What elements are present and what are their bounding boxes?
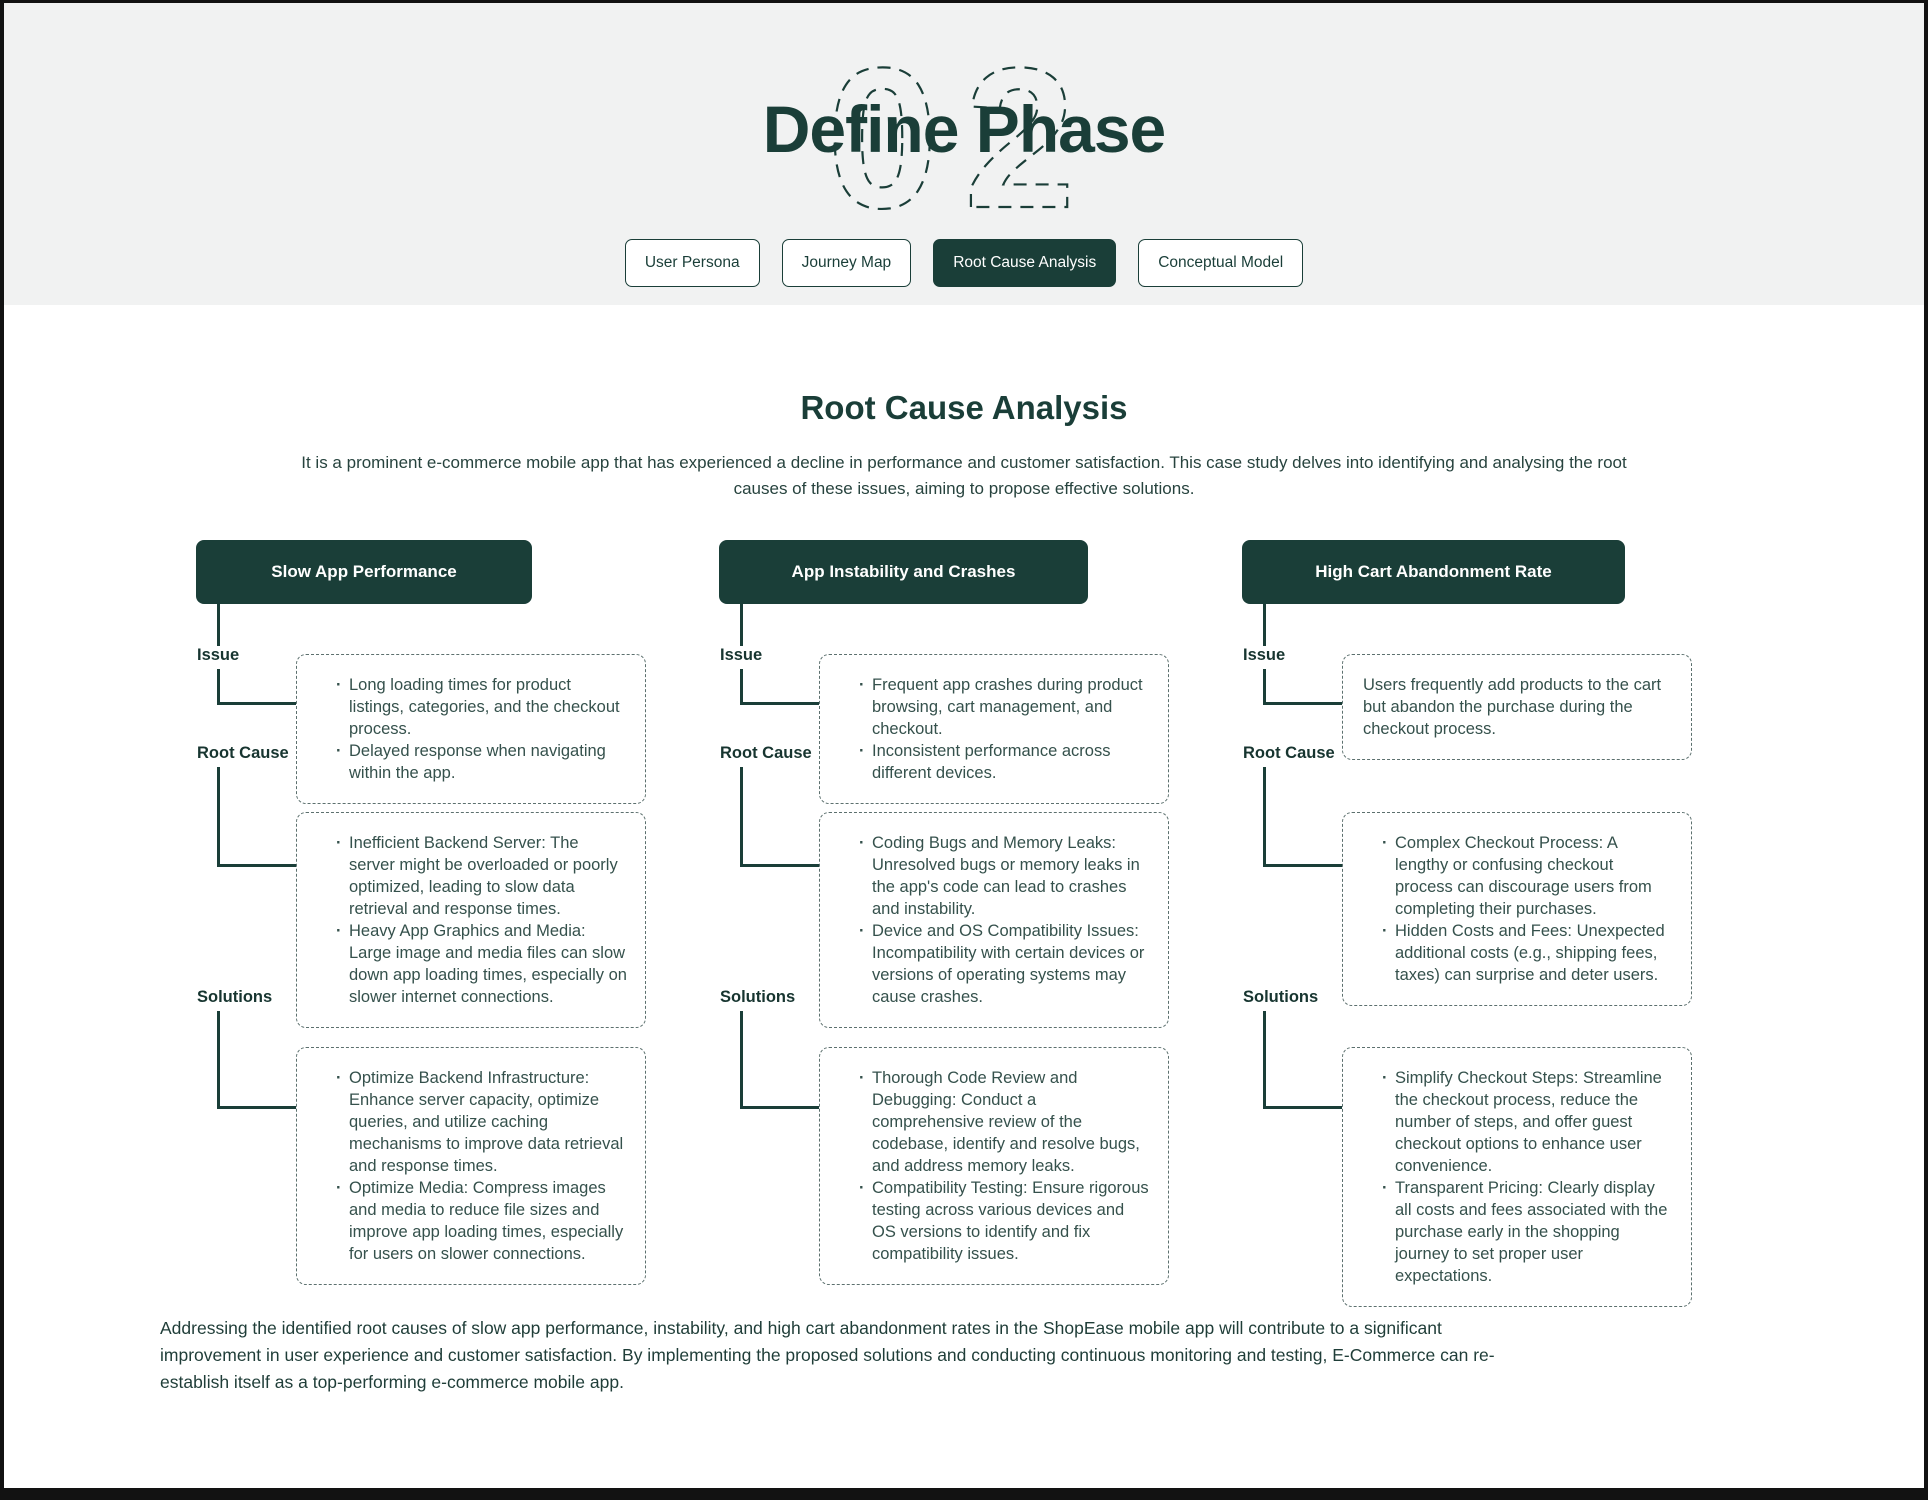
- bullet-list: Frequent app crashes during product brow…: [840, 674, 1150, 784]
- tab-bar: User Persona Journey Map Root Cause Analys…: [4, 239, 1924, 287]
- list-item: Hidden Costs and Fees: Unexpected additi…: [1382, 920, 1673, 986]
- row-label-solutions: Solutions: [720, 988, 796, 1006]
- row-label-root-cause: Root Cause: [720, 744, 812, 762]
- list-item: Frequent app crashes during product brow…: [859, 674, 1150, 740]
- tab-root-cause-analysis[interactable]: Root Cause Analysis: [933, 239, 1117, 287]
- list-item: Inefficient Backend Server: The server m…: [336, 832, 627, 920]
- section-intro: It is a prominent e-commerce mobile app …: [301, 453, 1627, 498]
- column-header: High Cart Abandonment Rate: [1242, 540, 1625, 604]
- list-item: Optimize Media: Compress images and medi…: [336, 1177, 627, 1265]
- list-item: Simplify Checkout Steps: Streamline the …: [1382, 1067, 1673, 1177]
- conclusion-paragraph: Addressing the identified root causes of…: [160, 1318, 1495, 1392]
- root-cause-box: Inefficient Backend Server: The server m…: [296, 812, 646, 1028]
- row-label-solutions: Solutions: [1243, 988, 1319, 1006]
- list-item: Long loading times for product listings,…: [336, 674, 627, 740]
- row-label-issue: Issue: [1243, 646, 1286, 664]
- connector-elbow: [1263, 767, 1345, 867]
- row-label-solutions: Solutions: [197, 988, 273, 1006]
- solutions-box: Simplify Checkout Steps: Streamline the …: [1342, 1047, 1692, 1307]
- bullet-list: Coding Bugs and Memory Leaks: Unresolved…: [840, 832, 1150, 1008]
- bullet-list: Simplify Checkout Steps: Streamline the …: [1363, 1067, 1673, 1287]
- page-title: Define Phase: [762, 92, 1167, 166]
- phase-number-text: 02: [827, 39, 1101, 250]
- bullet-list: Long loading times for product listings,…: [317, 674, 627, 784]
- phase-number-outline: 02: [826, 39, 1101, 251]
- bullet-list: Thorough Code Review and Debugging: Cond…: [840, 1067, 1150, 1265]
- connector-elbow: [740, 1011, 822, 1109]
- list-item: Delayed response when navigating within …: [336, 740, 627, 784]
- list-item: Inconsistent performance across differen…: [859, 740, 1150, 784]
- solutions-box: Thorough Code Review and Debugging: Cond…: [819, 1047, 1169, 1285]
- connector-elbow: [740, 669, 822, 705]
- bullet-list: Optimize Backend Infrastructure: Enhance…: [317, 1067, 627, 1265]
- tab-journey-map[interactable]: Journey Map: [781, 239, 912, 287]
- list-item: Heavy App Graphics and Media: Large imag…: [336, 920, 627, 1008]
- list-item: Transparent Pricing: Clearly display all…: [1382, 1177, 1673, 1287]
- column-header: App Instability and Crashes: [719, 540, 1088, 604]
- solutions-box: Optimize Backend Infrastructure: Enhance…: [296, 1047, 646, 1285]
- issue-box: Users frequently add products to the car…: [1342, 654, 1692, 760]
- row-label-root-cause: Root Cause: [197, 744, 289, 762]
- connector-elbow: [217, 669, 299, 705]
- issue-box: Long loading times for product listings,…: [296, 654, 646, 804]
- connector-elbow: [740, 767, 822, 867]
- column-header: Slow App Performance: [196, 540, 532, 604]
- list-item: Device and OS Compatibility Issues: Inco…: [859, 920, 1150, 1008]
- issue-box: Frequent app crashes during product brow…: [819, 654, 1169, 804]
- row-label-root-cause: Root Cause: [1243, 744, 1335, 762]
- bullet-list: Complex Checkout Process: A lengthy or c…: [1363, 832, 1673, 986]
- rca-column-app-instability-and-crashes: App Instability and CrashesIssueFrequent…: [719, 540, 1171, 1300]
- list-item: Compatibility Testing: Ensure rigorous t…: [859, 1177, 1150, 1265]
- connector-line: [740, 604, 743, 646]
- list-item: Thorough Code Review and Debugging: Cond…: [859, 1067, 1150, 1177]
- row-label-issue: Issue: [720, 646, 763, 664]
- tab-user-persona[interactable]: User Persona: [624, 239, 760, 287]
- root-cause-box: Coding Bugs and Memory Leaks: Unresolved…: [819, 812, 1169, 1028]
- rca-column-slow-app-performance: Slow App PerformanceIssueLong loading ti…: [196, 540, 648, 1300]
- tab-conceptual-model[interactable]: Conceptual Model: [1138, 239, 1304, 287]
- box-text: Users frequently add products to the car…: [1363, 676, 1662, 738]
- connector-line: [217, 604, 220, 646]
- root-cause-box: Complex Checkout Process: A lengthy or c…: [1342, 812, 1692, 1006]
- connector-elbow: [217, 767, 299, 867]
- connector-line: [1263, 604, 1266, 646]
- connector-elbow: [217, 1011, 299, 1109]
- connector-elbow: [1263, 1011, 1345, 1109]
- list-item: Complex Checkout Process: A lengthy or c…: [1382, 832, 1673, 920]
- rca-diagram: Slow App PerformanceIssueLong loading ti…: [4, 3, 1924, 1488]
- bullet-list: Inefficient Backend Server: The server m…: [317, 832, 627, 1008]
- list-item: Coding Bugs and Memory Leaks: Unresolved…: [859, 832, 1150, 920]
- section-heading: Root Cause Analysis: [800, 389, 1128, 426]
- row-label-issue: Issue: [197, 646, 240, 664]
- connector-elbow: [1263, 669, 1345, 705]
- list-item: Optimize Backend Infrastructure: Enhance…: [336, 1067, 627, 1177]
